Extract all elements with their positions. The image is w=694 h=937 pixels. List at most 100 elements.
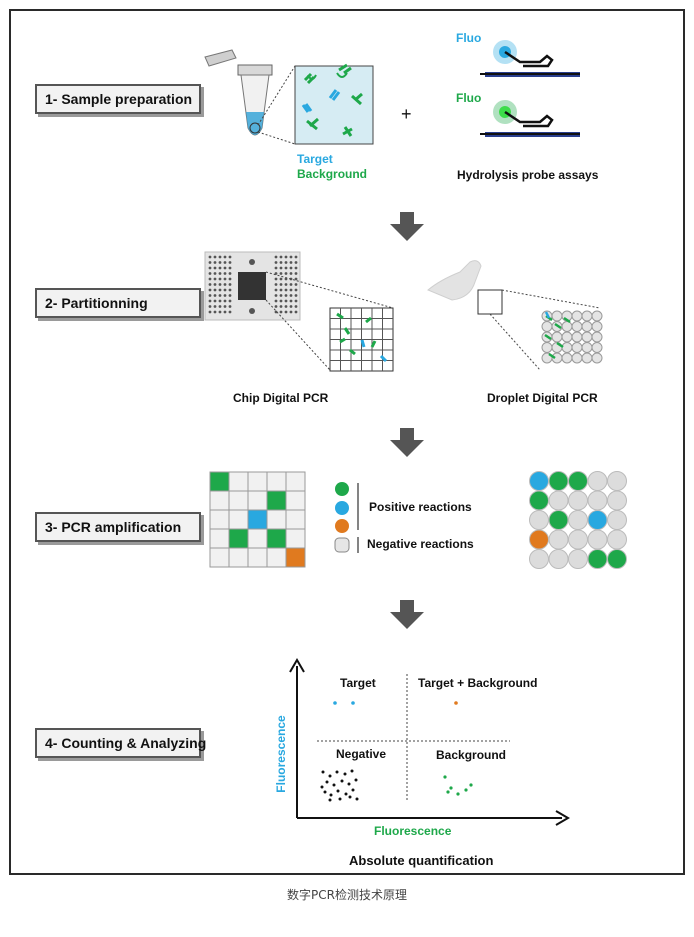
chip-well (228, 288, 232, 292)
negative-dot (338, 797, 342, 801)
reaction-droplet (587, 549, 608, 569)
caption: 数字PCR检测技术原理 (287, 888, 407, 902)
chip-well (213, 272, 217, 275)
droplet (561, 352, 573, 364)
reaction-droplet (607, 510, 627, 530)
quadrant-target-background: Target + Background (418, 676, 538, 690)
reaction-well (209, 490, 230, 511)
chip-well (284, 299, 288, 303)
negative-dot (323, 790, 327, 794)
chip-well (208, 277, 212, 281)
chip-well (228, 305, 232, 308)
chip-well (213, 294, 217, 297)
negative-dot (351, 788, 355, 792)
reaction-well (266, 509, 287, 530)
droplet (571, 342, 583, 353)
chip-well (284, 266, 288, 270)
negative-reactions-label: Negative reactions (367, 537, 474, 551)
chip-well (279, 277, 283, 281)
reaction-droplet (529, 549, 549, 569)
chip-well (274, 288, 278, 292)
chip-well (274, 294, 278, 297)
arrow-down-icon (390, 212, 424, 241)
chip-well (218, 266, 222, 270)
chip-well (208, 272, 212, 275)
negative-dot (335, 770, 339, 774)
chip-well (218, 305, 222, 308)
chip-well (213, 283, 217, 286)
zoom-line (501, 289, 601, 309)
fluo-label-green: Fluo (456, 91, 482, 105)
chip-well (279, 266, 283, 270)
chip-well (208, 283, 212, 286)
reaction-well (209, 471, 230, 492)
chip-well (289, 294, 293, 297)
quadrant-negative: Negative (336, 747, 387, 761)
dna-strand (544, 333, 552, 341)
droplet (561, 321, 573, 332)
positive-reactions-label: Positive reactions (369, 500, 472, 514)
chip-well (284, 294, 288, 297)
eppendorf-tube-icon (204, 49, 273, 136)
chip-well (223, 310, 227, 314)
probe-icon (480, 40, 580, 77)
chip-label: Chip Digital PCR (233, 391, 329, 405)
probe-icon (480, 100, 580, 137)
negative-dot (347, 782, 351, 786)
reaction-droplet (548, 471, 569, 491)
chip-well (294, 283, 298, 286)
reaction-droplet (587, 490, 608, 511)
droplet (581, 352, 593, 364)
chip-well (279, 299, 283, 303)
droplet (561, 342, 573, 353)
droplet (581, 321, 593, 332)
chip-well (223, 277, 227, 281)
background-label: Background (297, 167, 368, 181)
reaction-droplet (568, 529, 588, 550)
reaction-well (247, 509, 268, 530)
reaction-well (285, 528, 306, 549)
y-axis-label: Fluorescence (274, 715, 288, 793)
reaction-droplet (529, 471, 549, 491)
reaction-well (209, 509, 230, 530)
chip-well (279, 305, 283, 308)
reaction-well (228, 547, 249, 568)
chip-well (228, 272, 232, 275)
droplet-zoom (541, 310, 603, 364)
chip-well (223, 305, 227, 308)
chip-well (208, 261, 212, 264)
quadrant-background: Background (436, 748, 507, 762)
target-dot (351, 701, 355, 705)
amplified-droplets (529, 471, 627, 569)
droplet (581, 331, 593, 343)
chip-well (223, 261, 227, 264)
negative-dot (354, 778, 358, 782)
negative-dot (321, 770, 325, 774)
reaction-droplet (529, 490, 549, 511)
chip-well (279, 294, 283, 297)
step-partitioning: 2- Partitionning (35, 288, 201, 318)
chip-well (284, 288, 288, 292)
droplet (571, 310, 583, 322)
target-label: Target (297, 152, 333, 166)
droplet (551, 310, 563, 322)
droplet (571, 331, 583, 343)
negative-dot (350, 769, 354, 773)
negative-dot (343, 772, 347, 776)
dna-strand (544, 311, 551, 319)
background-dot (456, 792, 460, 796)
droplet (591, 321, 603, 332)
negative-dot (332, 783, 336, 787)
reaction-droplet (607, 529, 627, 550)
chip-well (218, 299, 222, 303)
chip-well (289, 299, 293, 303)
reaction-droplet (548, 529, 569, 550)
negative-dot (329, 793, 333, 797)
chip-well (284, 255, 288, 259)
chip-well (208, 255, 212, 259)
chip-well (279, 272, 283, 275)
amplified-chip-grid (209, 471, 306, 568)
chip-well (218, 261, 222, 264)
background-dot (449, 786, 453, 790)
chip-well (274, 283, 278, 286)
